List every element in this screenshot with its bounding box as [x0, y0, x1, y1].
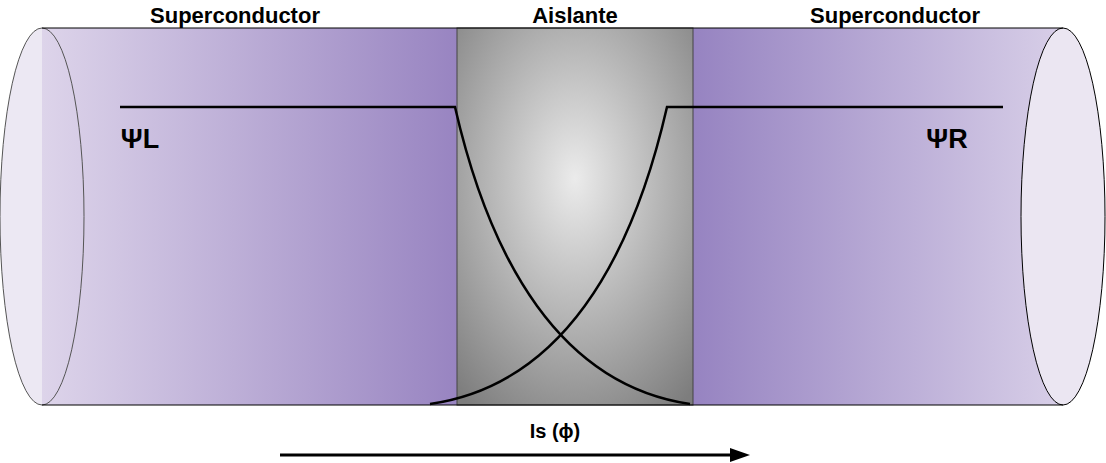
region-heading: Superconductor: [150, 3, 320, 29]
wavefunction-curve: [430, 107, 1003, 404]
junction-region: Aislante: [457, 0, 693, 405]
cylinder-end: [0, 28, 84, 405]
superconductor-region: [42, 28, 458, 405]
wavefunction-symbol: ΨR: [926, 124, 967, 155]
arrow-head: [730, 448, 750, 462]
junction-region: SuperconductorΨR: [692, 0, 1064, 405]
wavefunction-symbol: ΨL: [121, 124, 159, 155]
region-heading: Superconductor: [810, 3, 980, 29]
cylinder-edge: [42, 405, 1063, 406]
cylinder-end: [1021, 28, 1105, 405]
region-heading: Aislante: [532, 3, 618, 29]
wavefunction-curve: [120, 107, 690, 404]
cylinder-cap: [0, 28, 42, 405]
current-label: Is (ϕ): [530, 420, 581, 443]
current-arrow: [280, 454, 732, 457]
superconductor-region: [692, 28, 1064, 405]
junction-region: SuperconductorΨL: [42, 0, 458, 405]
